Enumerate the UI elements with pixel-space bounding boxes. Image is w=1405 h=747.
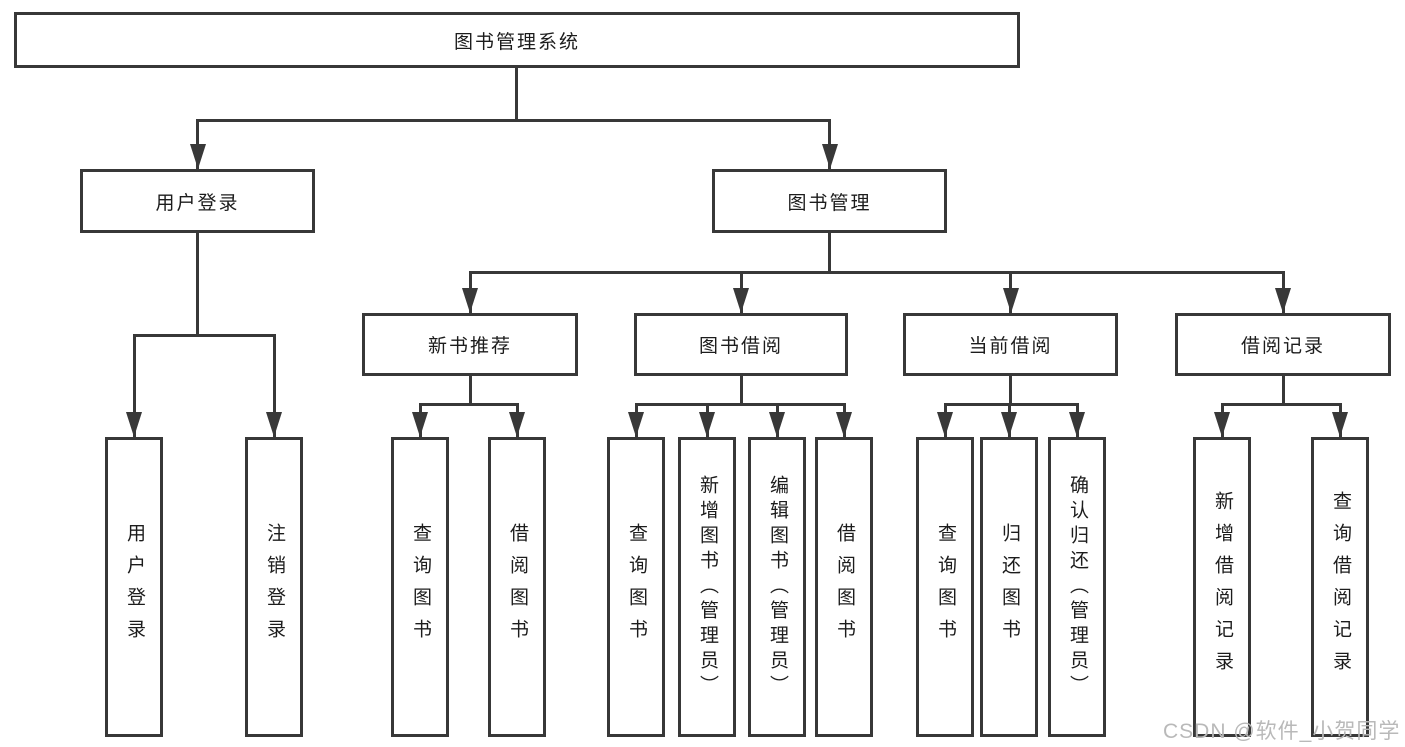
arrow-down-icon (628, 412, 644, 437)
arrow-down-icon (1069, 412, 1085, 437)
node-borrow-record: 借阅记录 (1175, 313, 1391, 376)
node-leaf-bb-add-book: 新增图书（管理员） (678, 437, 736, 737)
arrow-down-icon (822, 144, 838, 169)
connector-root-stem (515, 68, 518, 120)
node-label: 查询图书 (934, 523, 956, 651)
node-leaf-user-login-action: 用户登录 (105, 437, 163, 737)
arrow-down-icon (1003, 288, 1019, 313)
node-leaf-br-query-record: 查询借阅记录 (1311, 437, 1369, 737)
node-root: 图书管理系统 (14, 12, 1020, 68)
arrow-down-icon (699, 412, 715, 437)
node-label: 借阅图书 (506, 523, 528, 651)
node-current-borrow: 当前借阅 (903, 313, 1118, 376)
connector-bb-stem (740, 376, 743, 404)
node-label: 编辑图书（管理员） (766, 474, 788, 700)
node-label: 新增图书（管理员） (696, 474, 718, 700)
node-leaf-logout: 注销登录 (245, 437, 303, 737)
arrow-down-icon (1001, 412, 1017, 437)
connector-book-mgmt-stem (828, 233, 831, 272)
arrow-down-icon (509, 412, 525, 437)
node-leaf-bb-query-book: 查询图书 (607, 437, 665, 737)
connector-bb-branch (635, 403, 846, 406)
connector-br-stem (1282, 376, 1285, 404)
node-label: 查询图书 (409, 523, 431, 651)
node-label: 归还图书 (998, 523, 1020, 651)
arrow-down-icon (126, 412, 142, 437)
arrow-down-icon (769, 412, 785, 437)
arrow-down-icon (836, 412, 852, 437)
node-label: 用户登录 (123, 523, 145, 651)
node-leaf-br-add-record: 新增借阅记录 (1193, 437, 1251, 737)
node-leaf-nbr-borrow-book: 借阅图书 (488, 437, 546, 737)
node-leaf-cb-return-book: 归还图书 (980, 437, 1038, 737)
connector-user-login-branch (133, 334, 276, 337)
connector-cb-stem (1009, 376, 1012, 404)
node-book-management: 图书管理 (712, 169, 947, 233)
node-label: 借阅图书 (833, 523, 855, 651)
arrow-down-icon (1332, 412, 1348, 437)
node-label: 确认归还（管理员） (1066, 474, 1088, 700)
connector-book-mgmt-branch (469, 271, 1285, 274)
arrow-down-icon (266, 412, 282, 437)
node-leaf-cb-confirm-return: 确认归还（管理员） (1048, 437, 1106, 737)
arrow-down-icon (937, 412, 953, 437)
connector-nbr-stem (469, 376, 472, 404)
node-user-login: 用户登录 (80, 169, 315, 233)
node-leaf-cb-query-book: 查询图书 (916, 437, 974, 737)
arrow-down-icon (462, 288, 478, 313)
node-label: 查询图书 (625, 523, 647, 651)
node-leaf-bb-borrow-book: 借阅图书 (815, 437, 873, 737)
connector-root-branch (196, 119, 831, 122)
arrow-down-icon (1214, 412, 1230, 437)
connector-shaft (133, 334, 136, 437)
connector-user-login-stem (196, 233, 199, 335)
arrow-down-icon (733, 288, 749, 313)
node-leaf-nbr-query-book: 查询图书 (391, 437, 449, 737)
node-label: 注销登录 (263, 523, 285, 651)
connector-br-branch (1221, 403, 1342, 406)
node-leaf-bb-edit-book: 编辑图书（管理员） (748, 437, 806, 737)
arrow-down-icon (1275, 288, 1291, 313)
node-label: 查询借阅记录 (1329, 491, 1351, 683)
node-label: 新增借阅记录 (1211, 491, 1233, 683)
connector-cb-branch (944, 403, 1079, 406)
node-book-borrow: 图书借阅 (634, 313, 848, 376)
connector-nbr-branch (419, 403, 519, 406)
node-new-book-recommend: 新书推荐 (362, 313, 578, 376)
csdn-watermark: CSDN @软件_小贺同学 (1163, 720, 1401, 743)
connector-shaft (273, 334, 276, 437)
arrow-down-icon (412, 412, 428, 437)
arrow-down-icon (190, 144, 206, 169)
